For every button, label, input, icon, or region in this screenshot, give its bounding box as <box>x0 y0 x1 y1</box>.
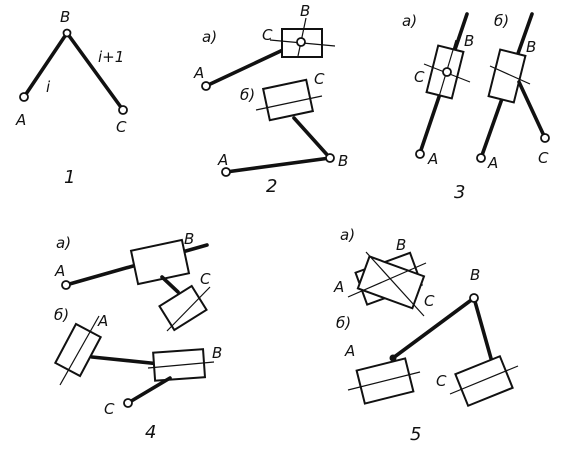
fig2a-axis <box>297 17 307 57</box>
fig5-number: 5 <box>410 424 421 445</box>
fig4-number: 4 <box>145 422 156 443</box>
fig2b-label-a: A <box>217 151 228 169</box>
fig3a-label-b: B <box>464 32 474 50</box>
fig4b-guide-b <box>147 361 215 369</box>
fig3b-joint-c <box>540 133 550 143</box>
fig4b-slider-a <box>53 322 103 378</box>
fig2b-label-b: B <box>338 152 348 170</box>
fig1-link-i1 <box>65 31 125 112</box>
fig4-label-variant-b: б) <box>54 306 69 324</box>
fig3b-joint-a <box>476 153 486 163</box>
fig3-number: 3 <box>454 182 465 203</box>
fig3-label-variant-b: б) <box>494 12 509 30</box>
fig4b-label-b: B <box>212 344 222 362</box>
fig5b-label-b: B <box>470 266 480 284</box>
fig5b-guide-a <box>347 371 421 391</box>
fig1-joint-b <box>62 28 72 38</box>
fig2a-slider <box>281 28 323 58</box>
fig5b-label-c: C <box>436 372 447 390</box>
fig4b-link <box>126 376 172 405</box>
fig3b-label-c: C <box>538 149 549 167</box>
figure-5: а) B A C б) A B C 5 <box>333 226 519 445</box>
fig5b-link-c <box>472 296 494 364</box>
fig1-label-b: B <box>60 8 70 26</box>
fig5a-guide-2 <box>365 251 425 317</box>
fig1-label-a: A <box>15 111 26 129</box>
fig3b-label-a: A <box>487 154 498 172</box>
fig2b-link <box>224 156 332 174</box>
fig3-label-variant-a: а) <box>402 12 417 30</box>
fig5-label-variant-b: б) <box>336 314 351 332</box>
fig5a-label-c: C <box>424 292 435 310</box>
fig2a-label-a: A <box>193 64 204 82</box>
fig4b-rod <box>90 355 162 366</box>
fig3a-joint-a <box>415 149 425 159</box>
fig2b-slider <box>261 78 315 122</box>
fig3a-label-a: A <box>427 150 438 168</box>
fig3b-label-b: B <box>526 38 536 56</box>
fig2a-joint-b <box>296 37 306 47</box>
fig5b-joint-a <box>389 354 397 362</box>
fig2b-guide <box>255 95 323 111</box>
fig4b-label-a: A <box>97 312 108 330</box>
fig1-joint-c <box>118 105 128 115</box>
fig3a-label-c: C <box>414 68 425 86</box>
fig3b-guide <box>489 65 531 85</box>
fig5b-label-a: A <box>344 342 355 360</box>
figure-3: а) B C A б) B A C 3 <box>402 12 550 203</box>
fig1-label-link-i1: i+1 <box>98 48 124 66</box>
fig4a-label-c: C <box>200 270 211 288</box>
fig3b-link <box>517 80 547 140</box>
fig4a-slider-c <box>158 284 208 332</box>
fig2-label-variant-b: б) <box>240 86 255 104</box>
fig4a-guide-c <box>166 286 211 332</box>
figure-4: а) A B C б) A B C 4 <box>53 230 222 443</box>
fig5a-label-a: A <box>333 278 344 296</box>
fig4a-link <box>160 275 180 294</box>
fig2b-rod <box>292 116 332 160</box>
fig2b-joint-b <box>325 153 335 163</box>
fig2b-label-c: C <box>314 70 325 88</box>
fig1-joint-a <box>19 92 29 102</box>
fig3a-joint-c <box>442 67 452 77</box>
fig5-label-variant-a: а) <box>340 226 355 244</box>
fig3b-slider <box>487 48 527 104</box>
fig2b-joint-a <box>221 167 231 177</box>
fig4a-slider <box>129 238 191 286</box>
fig4b-joint-c <box>123 398 133 408</box>
fig4-label-variant-a: а) <box>56 234 71 252</box>
fig1-label-c: C <box>116 118 127 136</box>
fig1-link-i <box>22 31 69 99</box>
fig4a-label-b: B <box>184 230 194 248</box>
fig4a-joint-a <box>61 280 71 290</box>
fig5a-slider-2 <box>356 255 426 310</box>
fig5b-slider-c <box>454 354 514 408</box>
fig2a-joint-a <box>201 81 211 91</box>
fig4b-label-c: C <box>104 400 115 418</box>
fig1-number: 1 <box>64 167 75 188</box>
figure-2: а) C B A б) C A B 2 <box>193 2 348 197</box>
fig2-number: 2 <box>266 176 277 197</box>
figure-1: B A C i i+1 1 <box>15 8 128 188</box>
fig5b-link-a <box>391 296 476 360</box>
fig1-label-link-i: i <box>46 78 51 96</box>
fig5a-guide-1 <box>347 262 427 298</box>
fig4a-label-a: A <box>54 262 65 280</box>
fig4b-guide-a <box>59 315 100 386</box>
fig2-label-variant-a: а) <box>202 28 217 46</box>
fig2a-label-b: B <box>300 2 310 20</box>
fig2a-label-c: C <box>262 26 273 44</box>
fig5b-joint-b <box>469 293 479 303</box>
fig5a-label-b: B <box>396 236 406 254</box>
fig5b-guide-c <box>449 365 519 395</box>
